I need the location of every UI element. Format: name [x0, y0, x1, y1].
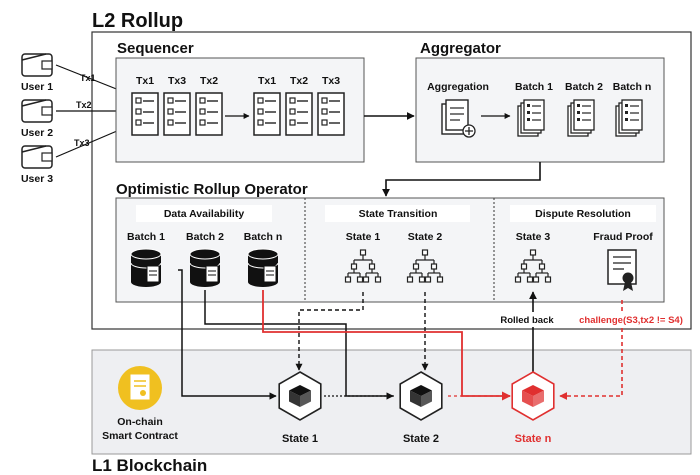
- transaction-doc-icon: [285, 92, 313, 136]
- flow-lines: [178, 269, 623, 401]
- tx-label: Tx2: [200, 75, 218, 87]
- wallet-icon: [21, 53, 53, 77]
- user-1: User 1: [21, 53, 53, 93]
- l1-state-label: State 1: [282, 433, 318, 445]
- user-label: User 3: [21, 173, 53, 185]
- operator-panel: Optimistic Rollup Operator Data Availabi…: [115, 181, 665, 303]
- fraud-proof-icon: [607, 249, 637, 291]
- tx-label: Tx1: [258, 75, 276, 87]
- aggregator-to-operator-arrow: [382, 162, 541, 197]
- aggregator-panel: Aggregator Aggregation Batch 1 Batch 2 B…: [415, 40, 665, 163]
- state1-commit-dashed-line: [295, 292, 364, 371]
- batch-label: Batch 2: [565, 81, 603, 93]
- transaction-doc-icon: [317, 92, 345, 136]
- wallet-icon: [21, 145, 53, 169]
- state-n-block-icon: [511, 371, 555, 421]
- tx-label: Tx2: [290, 75, 308, 87]
- state-tree-icon: [406, 249, 444, 283]
- aggregation-label: Aggregation: [427, 81, 489, 93]
- tx-label: Tx3: [168, 75, 186, 87]
- database-icon: [130, 248, 162, 287]
- database-icon: [247, 248, 279, 287]
- contract-label-line2: Smart Contract: [102, 430, 178, 442]
- state-transition-title: State Transition: [359, 208, 438, 220]
- tx-label: Tx1: [80, 73, 96, 83]
- l1-blockchain-title: L1 Blockchain: [92, 456, 207, 475]
- batch-label: Batch n: [244, 231, 283, 243]
- batch-stack-icon: [615, 99, 643, 137]
- data-availability-title: Data Availability: [164, 208, 244, 220]
- fraud-proof-label: Fraud Proof: [593, 231, 653, 243]
- batch-label: Batch 2: [186, 231, 224, 243]
- aggregation-icon: [441, 99, 476, 138]
- user-tx-arrows: Tx1 Tx2 Tx3: [55, 64, 125, 158]
- dispute-resolution-title: Dispute Resolution: [535, 208, 631, 220]
- sequencer-panel: Sequencer Tx1 Tx3 Tx2 Tx1 Tx2 Tx3: [115, 40, 365, 163]
- state-block-icon: [278, 371, 322, 421]
- tx3-arrow: [55, 127, 125, 158]
- tx-label: Tx3: [74, 138, 90, 148]
- user-label: User 1: [21, 81, 53, 93]
- transaction-doc-icon: [195, 92, 223, 136]
- users-column: User 1 User 2 User 3: [21, 53, 53, 185]
- operator-title: Optimistic Rollup Operator: [116, 181, 308, 198]
- batch-stack-icon: [517, 99, 545, 137]
- l1-state-label: State n: [515, 433, 552, 445]
- challenge-dashed-line: [559, 300, 623, 400]
- state-tree-icon: [514, 249, 552, 283]
- batch-label: Batch 1: [515, 81, 553, 93]
- l1-blockchain-container: [91, 349, 692, 455]
- database-icon: [189, 248, 221, 287]
- transaction-doc-icon: [131, 92, 159, 136]
- rolled-back-label: Rolled back: [500, 315, 554, 326]
- tx1-arrow: [55, 64, 125, 93]
- aggregator-title: Aggregator: [420, 40, 501, 57]
- user-label: User 2: [21, 127, 53, 139]
- smart-contract-badge: [118, 366, 162, 410]
- state-block-icon: [399, 371, 443, 421]
- tx-label: Tx3: [322, 75, 340, 87]
- tx-label: Tx1: [136, 75, 154, 87]
- challenge-label: challenge(S3,tx2 != S4): [579, 315, 683, 326]
- batch1-to-state1-line: [178, 269, 277, 400]
- state-label: State 3: [516, 231, 551, 243]
- sequencer-title: Sequencer: [117, 40, 194, 57]
- transaction-doc-icon: [253, 92, 281, 136]
- state-label: State 1: [346, 231, 381, 243]
- batch-label: Batch 1: [127, 231, 165, 243]
- tx-label: Tx2: [76, 100, 92, 110]
- state-tree-icon: [344, 249, 382, 283]
- batch-label: Batch n: [613, 81, 652, 93]
- user-3: User 3: [21, 145, 53, 185]
- l1-state-label: State 2: [403, 433, 439, 445]
- user-2: User 2: [21, 99, 53, 139]
- l2-rollup-title: L2 Rollup: [92, 10, 183, 32]
- transaction-doc-icon: [163, 92, 191, 136]
- contract-label-line1: On-chain: [117, 416, 163, 428]
- state-label: State 2: [408, 231, 443, 243]
- wallet-icon: [21, 99, 53, 123]
- batch-stack-icon: [567, 99, 595, 137]
